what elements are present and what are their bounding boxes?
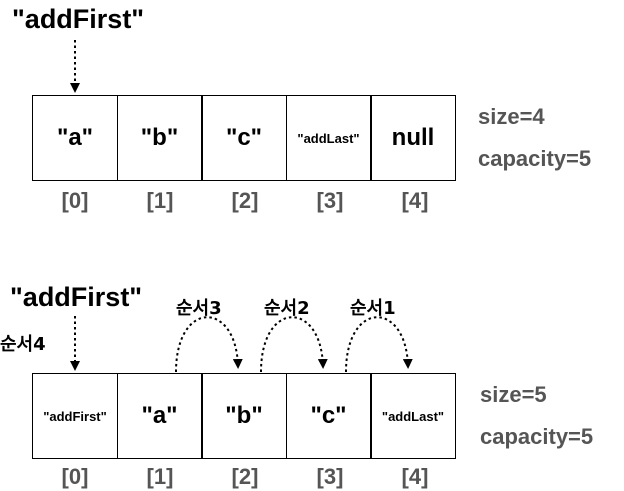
before-cell-1: "b"	[116, 95, 203, 181]
after-cell-3-value: "c"	[310, 402, 347, 429]
after-cell-1-value: "a"	[141, 402, 178, 429]
before-index-1: [1]	[146, 188, 174, 213]
after-capacity-label: capacity=5	[480, 424, 594, 449]
shift-arrow-order-2	[260, 316, 328, 373]
order-label-3: 순서3	[176, 298, 222, 319]
before-cell-3: "addLast"	[285, 95, 372, 181]
after-index-3: [3]	[316, 464, 344, 489]
after-operation-label: "addFirst"	[10, 282, 143, 312]
before-cell-0-value: "a"	[56, 124, 94, 151]
before-array: "a" "b" "c" "addLast" null	[32, 95, 456, 181]
after-cell-4-value: "addLast"	[381, 408, 445, 424]
before-cell-3-value: "addLast"	[297, 130, 360, 146]
after-cell-3: "c"	[285, 373, 372, 459]
after-cell-0: "addFirst"	[32, 373, 118, 459]
before-cell-0: "a"	[32, 95, 118, 181]
after-index-2: [2]	[231, 464, 259, 489]
after-cell-0-value: "addFirst"	[43, 408, 107, 424]
before-cell-2-value: "c"	[225, 124, 263, 151]
before-size-label: size=4	[478, 104, 545, 129]
after-cell-1: "a"	[116, 373, 203, 459]
after-array: "addFirst" "a" "b" "c" "addLast"	[32, 373, 456, 459]
after-index-4: [4]	[401, 464, 429, 489]
after-cell-2: "b"	[201, 373, 287, 459]
order-label-1: 순서1	[350, 298, 396, 319]
order-label-2: 순서2	[264, 298, 310, 319]
before-capacity-label: capacity=5	[478, 146, 592, 171]
before-index-0: [0]	[61, 188, 89, 213]
before-cell-4-value: null	[391, 124, 435, 151]
after-index-1: [1]	[146, 464, 174, 489]
after-cell-2-value: "b"	[225, 402, 263, 429]
after-size-label: size=5	[480, 382, 547, 407]
after-cell-4: "addLast"	[370, 373, 456, 459]
before-cell-2: "c"	[201, 95, 287, 181]
shift-arrow-order-3	[175, 316, 243, 373]
before-operation-label: "addFirst"	[12, 4, 145, 34]
before-index-2: [2]	[231, 188, 259, 213]
before-cell-1-value: "b"	[140, 124, 179, 151]
before-index-3: [3]	[316, 188, 344, 213]
after-index-0: [0]	[61, 464, 89, 489]
before-index-4: [4]	[401, 188, 429, 213]
shift-arrow-order-1	[345, 316, 413, 373]
order-label-4: 순서4	[0, 334, 46, 355]
before-cell-4: null	[370, 95, 456, 181]
